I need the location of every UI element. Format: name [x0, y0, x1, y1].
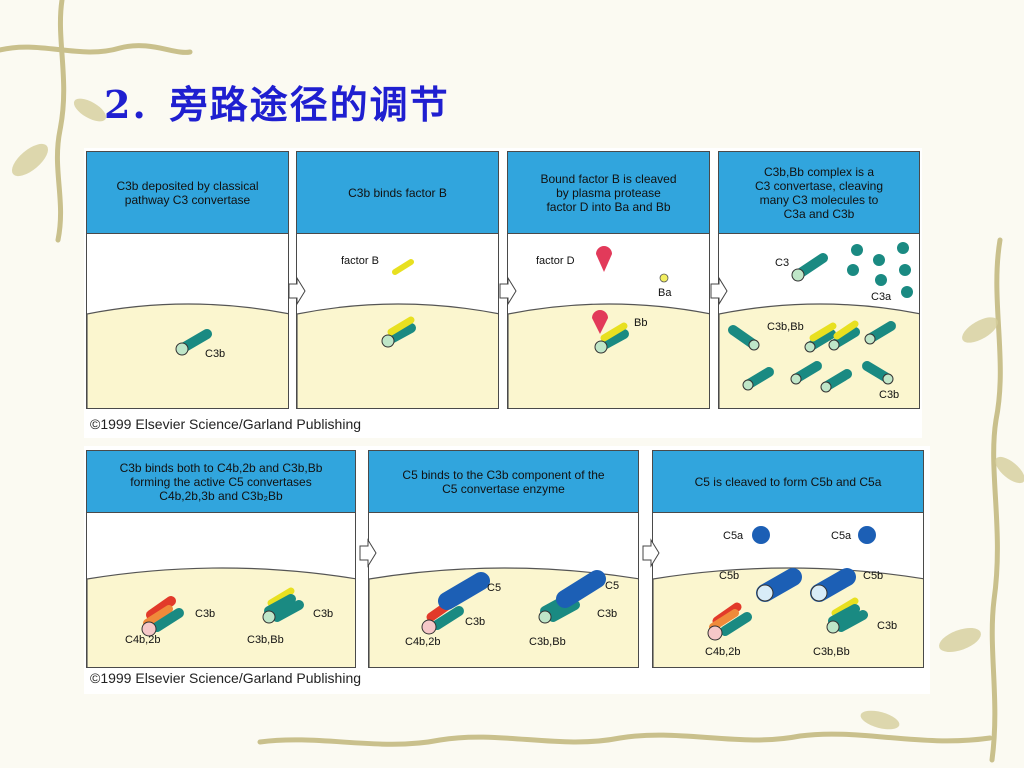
- header-line: C3 convertase, cleaving: [754, 178, 884, 193]
- c3b-molecule: [175, 329, 212, 356]
- c5-label-2: C5: [605, 580, 619, 592]
- bottom-panel-2: C5 binds to the C3b component of the C5 …: [368, 450, 639, 668]
- slide-title: 2. 旁路途径的调节: [104, 74, 450, 129]
- c3b-label: C3b: [879, 389, 899, 401]
- factor-d-shape: [596, 246, 612, 272]
- c3b2bb-complex: [262, 587, 304, 624]
- c3b-label-2: C3b: [313, 608, 333, 620]
- c3b-label-1: C3b: [195, 608, 215, 620]
- c3b-label-2: C3b: [597, 608, 617, 620]
- c5b-molecule-1: [756, 568, 802, 602]
- header-line: C5 is cleaved to form C5b and C5a: [694, 474, 882, 489]
- c3bbb-label: C3b,Bb: [813, 646, 850, 658]
- header-line: factor D into Ba and Bb: [546, 199, 671, 214]
- panel-illustration: factor B: [297, 255, 498, 408]
- bottom-panel-3: C5 is cleaved to form C5b and C5a C5a C5…: [652, 450, 924, 668]
- c5-on-c3b2bb: [538, 570, 606, 624]
- c3b-label: C3b: [205, 348, 225, 360]
- bottom-figure: C3b binds both to C4b,2b and C3b,Bb form…: [84, 446, 930, 694]
- c3-label: C3: [775, 257, 789, 269]
- c4b2b3b-complex: [707, 602, 752, 641]
- c3bbb-label: C3b,Bb: [767, 321, 804, 333]
- panel-illustration: C3 C3a C3b,Bb: [719, 242, 919, 408]
- header-line: C3b deposited by classical: [116, 178, 259, 193]
- top-panel-1: C3b deposited by classical pathway C3 co…: [86, 151, 289, 409]
- step-arrow: [710, 276, 728, 306]
- header-line: Bound factor B is cleaved: [540, 171, 677, 186]
- panel-illustration: C3b: [87, 303, 288, 408]
- top-figure: C3b deposited by classical pathway C3 co…: [84, 148, 922, 438]
- header-line: C5 convertase enzyme: [442, 481, 565, 496]
- c3b-label: C3b: [877, 620, 897, 632]
- c3b2bb-complex: [826, 597, 868, 634]
- panel-illustration: C3b C4b,2b C3b C3b,Bb: [87, 567, 355, 667]
- c5a-label-1: C5a: [723, 530, 744, 542]
- c5b-label-2: C5b: [863, 570, 883, 582]
- c3bbb-label: C3b,Bb: [247, 634, 284, 646]
- c5a-shape: [858, 526, 876, 544]
- step-arrow: [288, 276, 306, 306]
- panel-header: C3b,Bb complex is a C3 convertase, cleav…: [719, 152, 919, 234]
- panel-illustration: C5a C5a C5b C5b: [653, 526, 923, 667]
- step-arrow: [642, 538, 660, 568]
- c5b-molecule-2: [810, 568, 856, 602]
- top-panel-4: C3b,Bb complex is a C3 convertase, cleav…: [718, 151, 920, 409]
- panel-header: C5 binds to the C3b component of the C5 …: [369, 451, 638, 513]
- header-line: C3a and C3b: [783, 206, 855, 221]
- header-line: C5 binds to the C3b component of the: [402, 467, 605, 482]
- factor-d-label: factor D: [536, 255, 575, 267]
- c5-label-1: C5: [487, 582, 501, 594]
- header-line: by plasma protease: [556, 185, 661, 200]
- c5-on-c4b2b3b: [421, 572, 490, 635]
- c3b-factor-b-complex: [381, 316, 416, 348]
- c3b-label-1: C3b: [465, 616, 485, 628]
- bottom-copyright: ©1999 Elsevier Science/Garland Publishin…: [90, 670, 362, 686]
- panel-header: Bound factor B is cleaved by plasma prot…: [508, 152, 709, 234]
- c4b2b3b-complex: [141, 596, 184, 637]
- c3bbb-label: C3b,Bb: [529, 636, 566, 648]
- top-copyright: ©1999 Elsevier Science/Garland Publishin…: [90, 416, 362, 432]
- bb-label: Bb: [634, 317, 647, 329]
- c5a-shape: [752, 526, 770, 544]
- c4b2b-label: C4b,2b: [125, 634, 160, 646]
- header-line: C3b,Bb complex is a: [763, 164, 875, 179]
- step-arrow: [499, 276, 517, 306]
- c5a-label-2: C5a: [831, 530, 852, 542]
- panel-header: C3b deposited by classical pathway C3 co…: [87, 152, 288, 234]
- factor-b-label: factor B: [341, 255, 379, 267]
- header-line: C4b,2b,3b and C3b₂Bb: [159, 488, 283, 503]
- ba-label: Ba: [658, 287, 672, 299]
- panel-illustration: factor D Ba Bb: [508, 246, 709, 408]
- header-line: pathway C3 convertase: [124, 192, 251, 207]
- c4b2b-label: C4b,2b: [405, 636, 440, 648]
- top-panel-2: C3b binds factor B factor B: [296, 151, 499, 409]
- c5b-label-1: C5b: [719, 570, 739, 582]
- c3-molecule: [791, 253, 828, 282]
- top-panel-3: Bound factor B is cleaved by plasma prot…: [507, 151, 710, 409]
- header-line: C3b binds both to C4b,2b and C3b,Bb: [119, 460, 323, 475]
- header-line: many C3 molecules to: [759, 192, 879, 207]
- c4b2b-label: C4b,2b: [705, 646, 740, 658]
- slide-heading: 旁路途径的调节: [169, 82, 450, 127]
- header-line: forming the active C5 convertases: [130, 474, 312, 489]
- panel-header: C5 is cleaved to form C5b and C5a: [653, 451, 923, 513]
- step-arrow: [359, 538, 377, 568]
- panel-header: C3b binds both to C4b,2b and C3b,Bb form…: [87, 451, 355, 513]
- bottom-panel-1: C3b binds both to C4b,2b and C3b,Bb form…: [86, 450, 356, 668]
- c3a-label: C3a: [871, 291, 892, 303]
- panel-header: C3b binds factor B: [297, 152, 498, 234]
- c3b-bb-complex: [592, 310, 629, 354]
- c3a-cluster: [847, 242, 913, 298]
- slide-number: 2.: [104, 82, 148, 127]
- panel-illustration: C5 C3b C4b,2b C5 C3b C3b,Bb: [369, 567, 638, 667]
- header-line: C3b binds factor B: [348, 185, 447, 200]
